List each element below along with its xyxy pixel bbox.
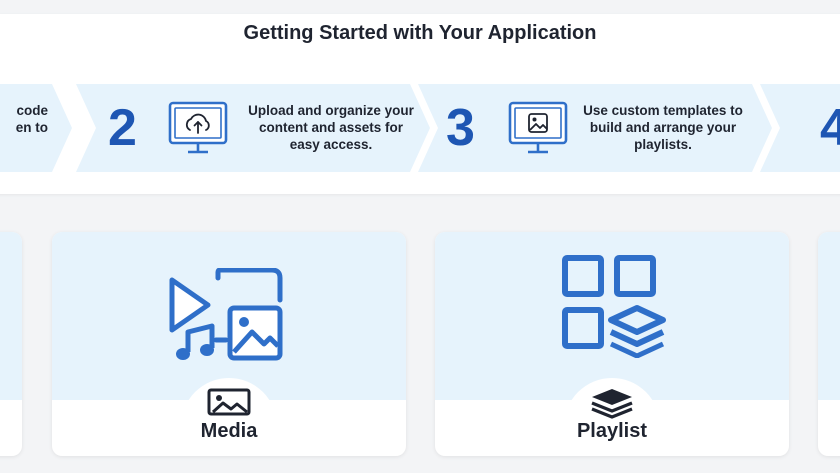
media-card-label: Media: [200, 420, 258, 442]
card-partial-right-top: [818, 232, 840, 400]
media-icon: [169, 268, 283, 361]
step-3-text: Use custom templates to build and arrang…: [583, 103, 743, 152]
cloud-upload-monitor-icon: [166, 100, 230, 156]
playlist-card[interactable]: Playlist: [435, 232, 789, 456]
step-3-number: 3: [446, 99, 475, 157]
step-3: 3 Use custom templates to build and arra…: [418, 84, 772, 172]
page-title: Getting Started with Your Application: [243, 22, 597, 44]
step-2-text: Upload and organize your content and ass…: [248, 103, 414, 152]
step-2-number: 2: [108, 99, 137, 157]
step-2: 2 Upload and organize your content and a…: [76, 84, 430, 172]
grid-layers-icon: [562, 255, 666, 358]
image-monitor-icon: [506, 100, 570, 156]
image-icon: [207, 388, 251, 416]
playlist-card-top: [435, 232, 789, 400]
card-partial-right[interactable]: [818, 232, 840, 456]
card-partial-left-top: [0, 232, 22, 400]
stack-icon: [591, 389, 633, 419]
step-1-text: code en to: [15, 103, 48, 135]
media-card[interactable]: Media: [52, 232, 406, 456]
step-4-number: 4: [820, 99, 840, 157]
playlist-card-label: Playlist: [576, 420, 648, 442]
card-partial-left[interactable]: [0, 232, 22, 456]
